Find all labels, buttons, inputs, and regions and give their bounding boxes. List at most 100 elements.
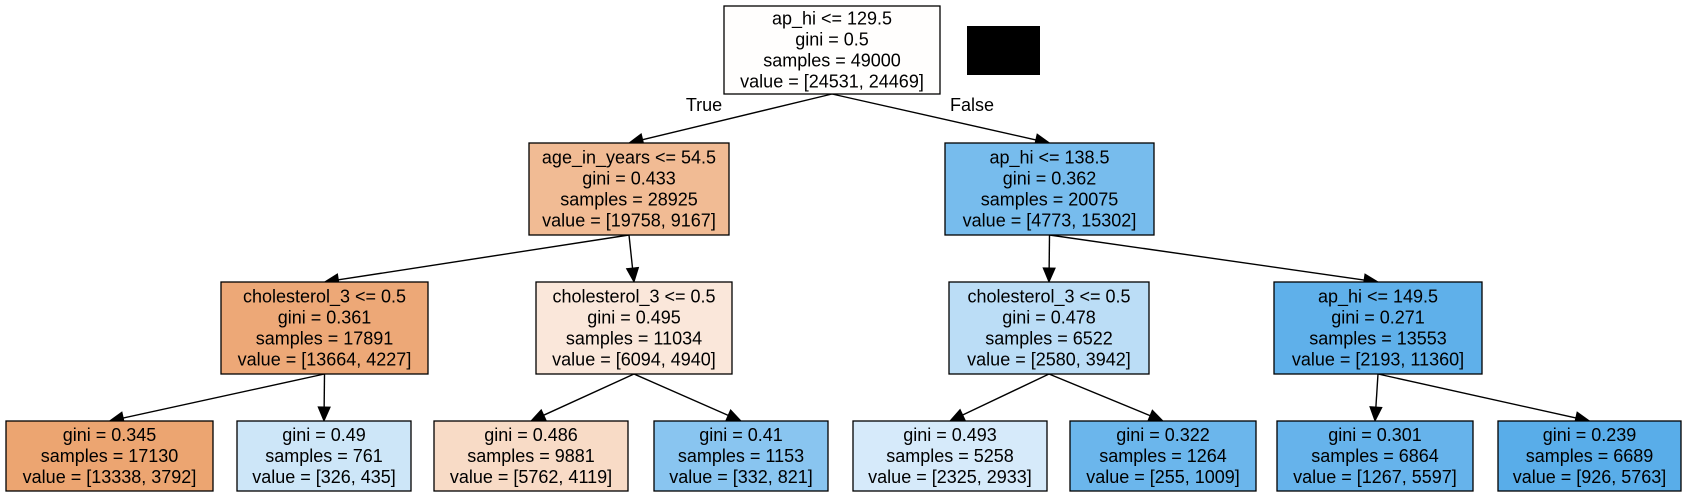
tree-edge-n5-n12 (1048, 373, 1165, 422)
edge-line (962, 373, 1050, 416)
node-text-line: samples = 17130 (41, 446, 179, 466)
edge-line (628, 234, 634, 269)
node-box (1069, 420, 1257, 492)
node-text-line: gini = 0.433 (582, 169, 676, 189)
node-text-line: value = [24531, 24469] (740, 72, 924, 92)
edge-line (633, 373, 729, 417)
tree-edge-n3-n7 (108, 373, 325, 425)
node-text-line: value = [6094, 4940] (552, 350, 716, 370)
node-text-line: samples = 13553 (1309, 329, 1447, 349)
edge-arrowhead (1147, 409, 1165, 422)
node-text-line: cholesterol_3 <= 0.5 (967, 287, 1130, 308)
tree-edge-n6-n14 (1377, 373, 1591, 425)
node-text-line: samples = 28925 (560, 190, 698, 210)
node-box (433, 420, 629, 492)
node-text-line: gini = 0.495 (587, 308, 681, 328)
edge-arrowhead (317, 406, 331, 423)
node-text-line: ap_hi <= 138.5 (989, 148, 1109, 169)
tree-edge-n0-n1: True (627, 93, 833, 147)
node-box (1276, 420, 1474, 492)
node-text-line: value = [5762, 4119] (450, 467, 612, 487)
edge-line (1377, 373, 1576, 419)
edge-line (1049, 234, 1365, 281)
edge-line (642, 93, 833, 141)
node-text-line: ap_hi <= 129.5 (772, 9, 892, 30)
node-text-line: samples = 9881 (467, 446, 595, 466)
node-text-line: value = [1267, 5597] (1293, 467, 1457, 487)
node-box (948, 281, 1150, 375)
tree-edge-n1-n3 (323, 234, 630, 287)
node-text-line: gini = 0.362 (1003, 169, 1097, 189)
node-text-line: value = [2193, 11360] (1292, 350, 1464, 370)
node-text-line: value = [326, 435] (252, 467, 396, 487)
node-text-line: samples = 6689 (1526, 446, 1654, 466)
node-text-line: samples = 6864 (1311, 446, 1439, 466)
node-text-line: gini = 0.301 (1328, 425, 1422, 445)
node-text-line: value = [2325, 2933] (868, 467, 1032, 487)
node-box (220, 281, 429, 375)
node-text-line: cholesterol_3 <= 0.5 (243, 287, 406, 308)
node-text-line: samples = 1264 (1099, 446, 1227, 466)
edge-label-true: True (686, 95, 722, 115)
node-text-line: gini = 0.41 (699, 425, 783, 445)
node-text-line: gini = 0.493 (903, 425, 997, 445)
tree-edge-n0-n2: False (831, 93, 1051, 147)
tree-edge-n4-n9 (529, 373, 635, 422)
tree-edge-n5-n11 (948, 373, 1050, 422)
node-text-line: samples = 6522 (985, 329, 1113, 349)
node-text-line: value = [13664, 4227] (238, 350, 412, 370)
node-text-line: gini = 0.271 (1331, 308, 1425, 328)
node-text-line: cholesterol_3 <= 0.5 (552, 287, 715, 308)
edge-arrowhead (1369, 406, 1383, 423)
edge-line (338, 234, 630, 281)
node-text-line: value = [19758, 9167] (542, 211, 716, 231)
tree-edge-n2-n6 (1049, 234, 1380, 287)
edge-arrowhead (948, 408, 966, 422)
edge-arrowhead (1042, 267, 1056, 284)
node-text-line: gini = 0.5 (795, 30, 869, 50)
node-box (5, 420, 214, 492)
node-text-line: samples = 49000 (763, 51, 901, 71)
node-box (852, 420, 1048, 492)
node-text-line: samples = 17891 (256, 329, 394, 349)
edge-arrowhead (625, 266, 640, 284)
node-text-line: gini = 0.322 (1116, 425, 1210, 445)
node-box (723, 5, 941, 95)
node-text-line: samples = 761 (265, 446, 383, 466)
node-box (528, 142, 730, 236)
tree-edge-n6-n13 (1369, 373, 1383, 423)
node-box (653, 420, 829, 492)
node-text-line: gini = 0.486 (484, 425, 578, 445)
edge-arrowhead (529, 408, 547, 422)
node-text-line: samples = 1153 (678, 446, 804, 466)
edge-line (123, 373, 325, 419)
node-text-line: value = [13338, 3792] (23, 467, 197, 487)
node-text-line: gini = 0.345 (63, 425, 157, 445)
tree-edge-n2-n5 (1042, 234, 1056, 284)
node-box (1273, 281, 1483, 375)
node-text-line: ap_hi <= 149.5 (1318, 287, 1438, 308)
node-text-line: value = [255, 1009] (1086, 467, 1240, 487)
node-text-line: value = [2580, 3942] (967, 350, 1131, 370)
edge-line (543, 373, 635, 416)
node-box (1497, 420, 1682, 492)
node-text-line: age_in_years <= 54.5 (542, 148, 716, 169)
redaction-box (967, 26, 1040, 75)
node-box (535, 281, 733, 375)
node-box (236, 420, 412, 492)
edge-line (831, 93, 1036, 141)
tree-edge-n1-n4 (625, 234, 640, 284)
